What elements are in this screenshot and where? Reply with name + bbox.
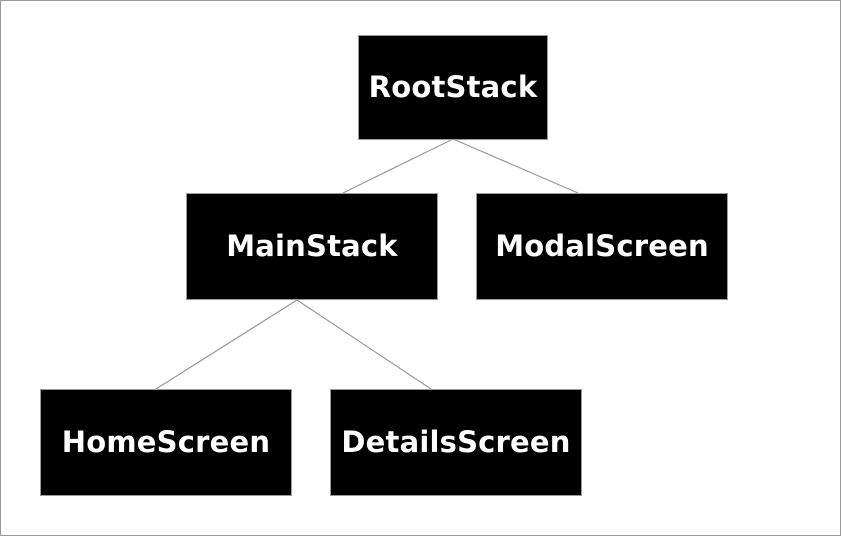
node-modal-screen[interactable]: ModalScreen (476, 193, 728, 300)
edge-main-to-home (155, 299, 298, 390)
node-main-stack[interactable]: MainStack (186, 193, 438, 300)
node-label-root-stack: RootStack (368, 70, 538, 104)
edge-root-to-modal (452, 138, 579, 194)
edge-main-to-details (296, 299, 432, 390)
node-label-home-screen: HomeScreen (61, 425, 271, 459)
node-label-modal-screen: ModalScreen (495, 229, 709, 263)
node-home-screen[interactable]: HomeScreen (40, 389, 292, 496)
node-root-stack[interactable]: RootStack (358, 35, 548, 140)
edge-root-to-main (342, 138, 454, 194)
node-label-main-stack: MainStack (226, 229, 398, 263)
node-label-details-screen: DetailsScreen (341, 425, 571, 459)
node-details-screen[interactable]: DetailsScreen (330, 389, 582, 496)
